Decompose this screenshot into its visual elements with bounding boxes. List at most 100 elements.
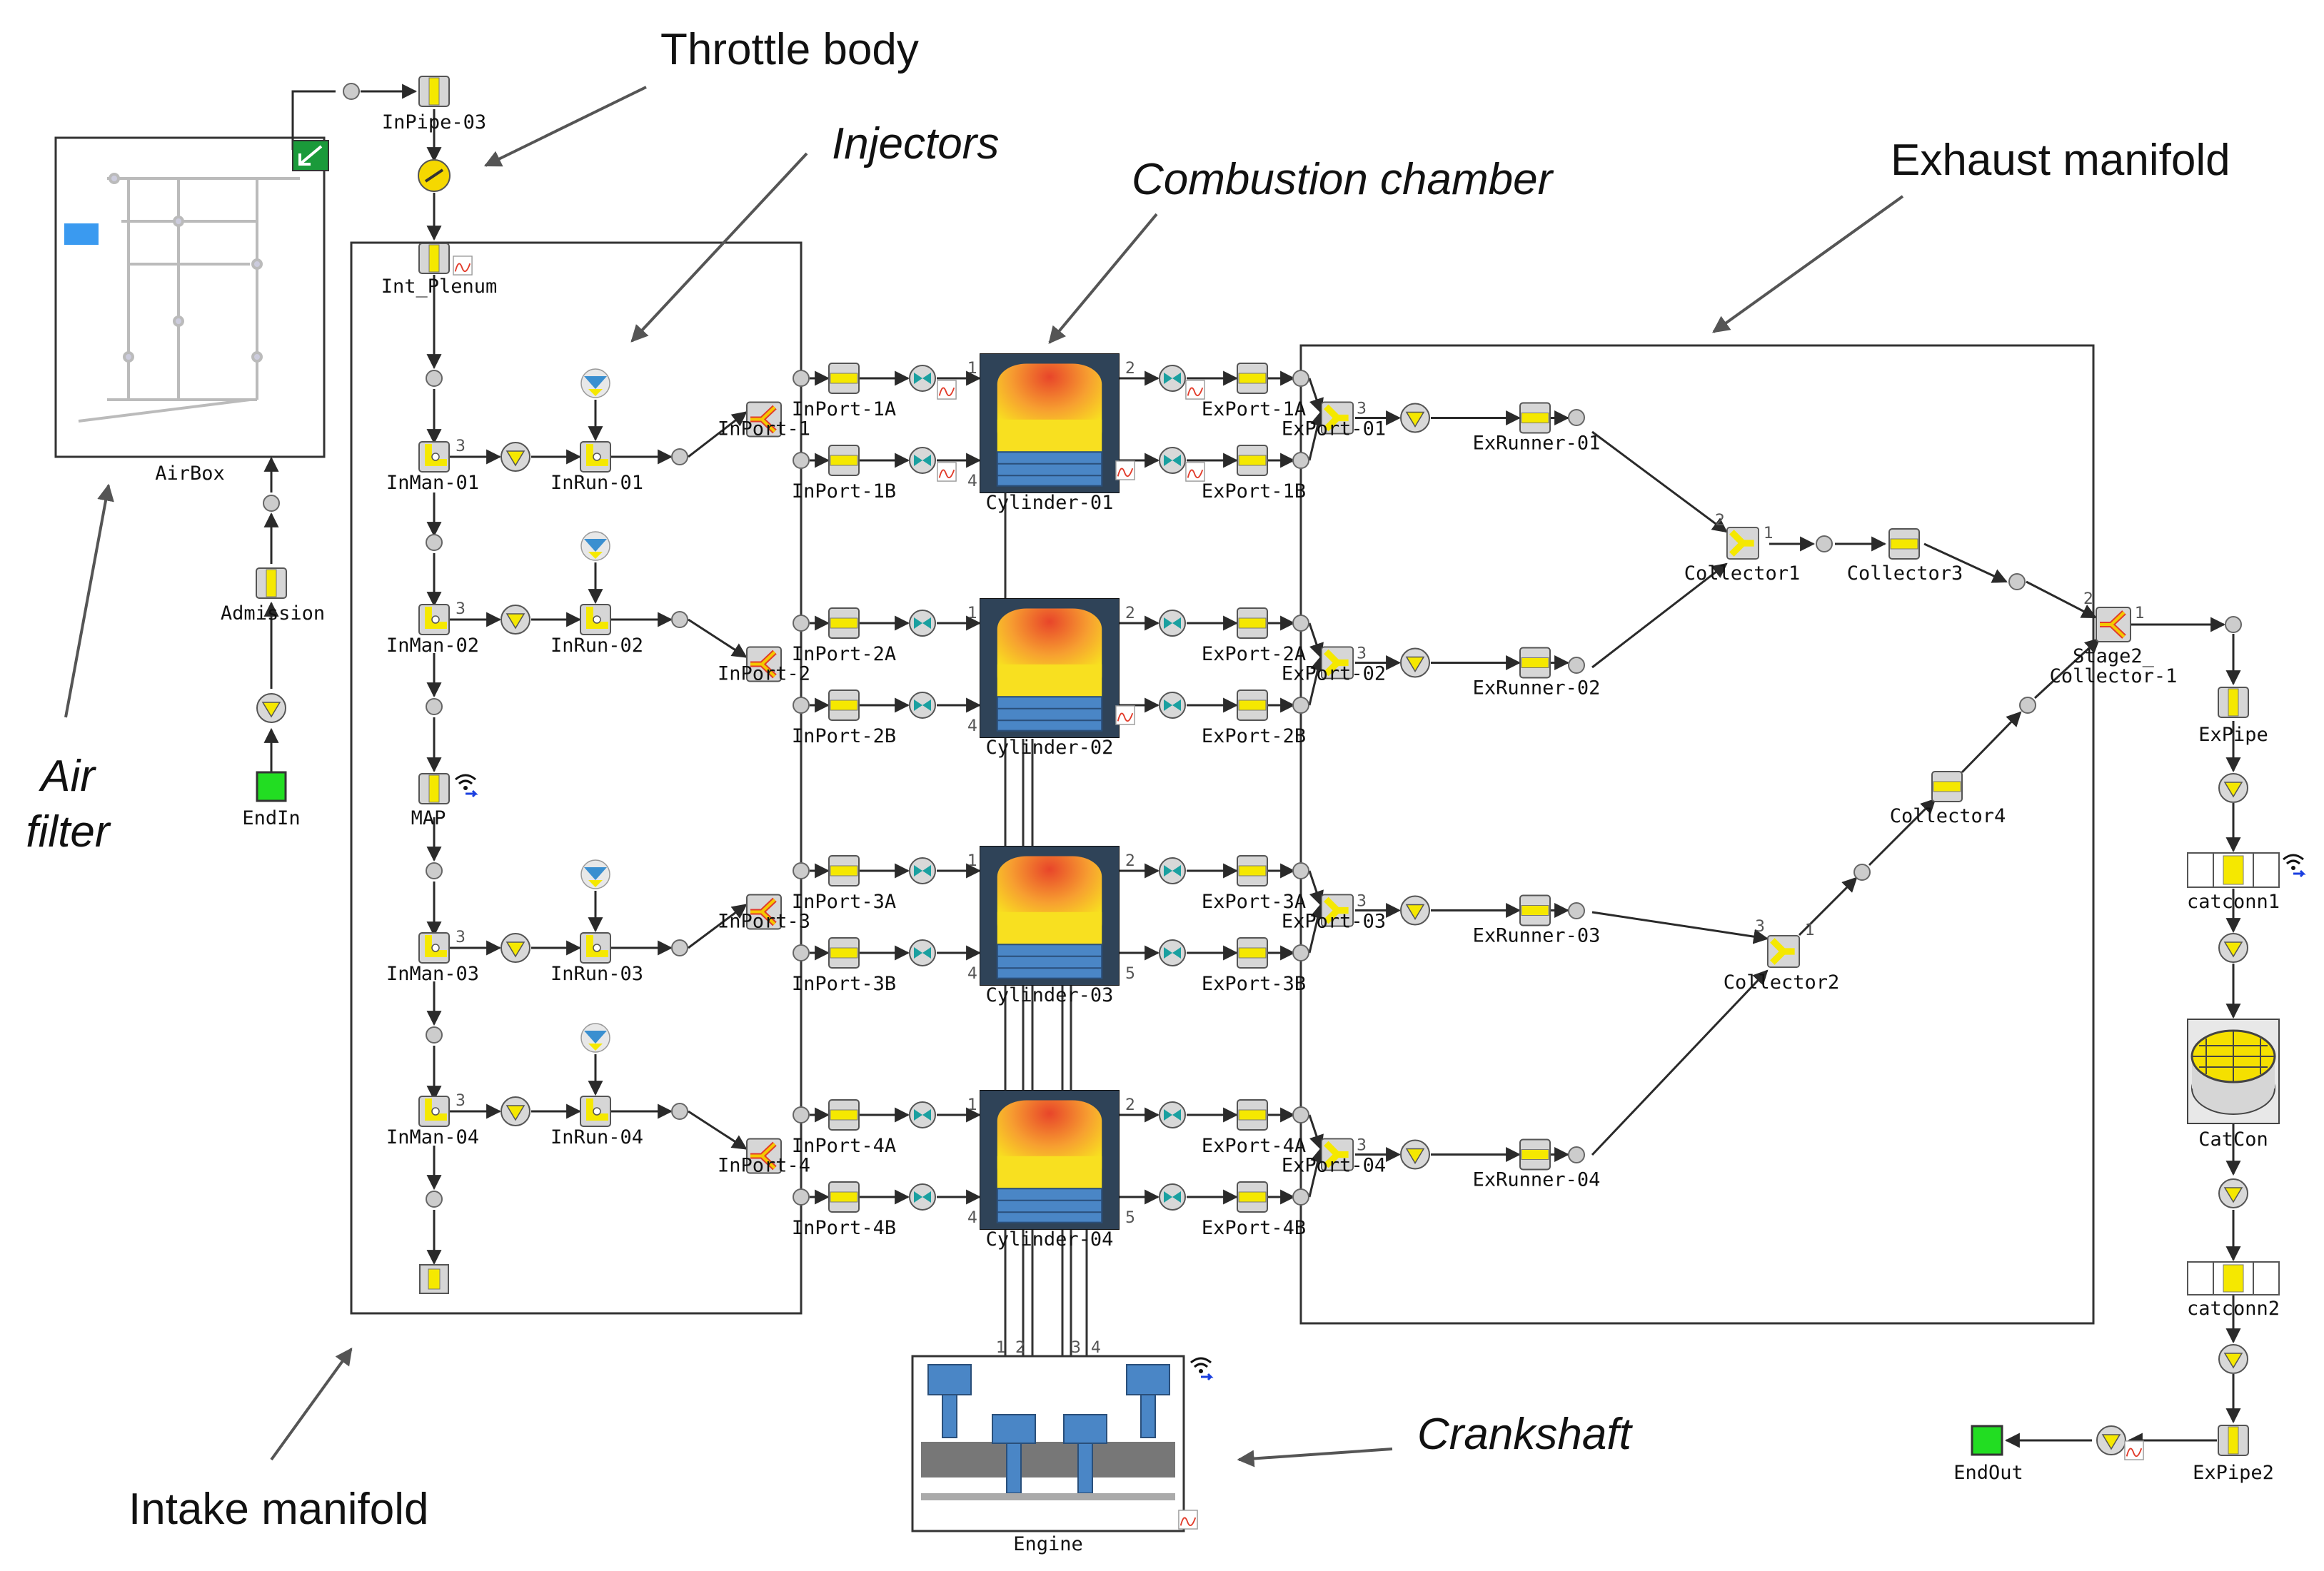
intake-valve-1b-plot-icon[interactable] xyxy=(937,462,957,482)
cylinder-03-icon[interactable] xyxy=(980,846,1120,986)
engine-sensor-icon[interactable] xyxy=(1189,1357,1212,1381)
inrun-01-pipe-icon[interactable] xyxy=(580,442,610,472)
export-4b-pipe-icon[interactable] xyxy=(1237,1181,1268,1213)
inman-02-label: InMan-02 xyxy=(386,635,479,657)
injector-04-icon[interactable] xyxy=(580,1023,610,1053)
export-01-orifice-icon[interactable] xyxy=(1400,403,1430,433)
exhaust-valve-1a-icon[interactable] xyxy=(1159,365,1186,392)
intake-valve-3b-icon[interactable] xyxy=(909,939,936,966)
endin-boundary-icon[interactable] xyxy=(256,771,287,802)
export-1b-pipe-icon[interactable] xyxy=(1237,445,1268,476)
intake-valve-2a-icon[interactable] xyxy=(909,610,936,637)
exhaust-valve-3b-icon[interactable] xyxy=(1159,939,1186,966)
endout-orifice-icon[interactable] xyxy=(2096,1425,2126,1455)
cylinder-01-icon[interactable] xyxy=(980,353,1120,493)
intake-valve-2b-icon[interactable] xyxy=(909,692,936,719)
exhaust-valve-4b-icon[interactable] xyxy=(1159,1183,1186,1211)
export-2b-pipe-icon[interactable] xyxy=(1237,689,1268,721)
intake-valve-1a-plot-icon[interactable] xyxy=(937,380,957,400)
collector4-label: Collector4 xyxy=(1890,805,2006,827)
map-sensor-icon[interactable] xyxy=(454,774,477,798)
inrun-03-pipe-icon[interactable] xyxy=(580,933,610,963)
inman-01-orifice-icon[interactable] xyxy=(500,442,530,472)
inport-3b-pipe-icon[interactable] xyxy=(828,937,860,969)
inport-1a-pipe-icon[interactable] xyxy=(828,363,860,394)
export-2a-pipe-icon[interactable] xyxy=(1237,607,1268,639)
catconn1-sensor-icon[interactable] xyxy=(2282,854,2305,878)
inman-04-orifice-icon[interactable] xyxy=(500,1096,530,1126)
exhaust-valve-2b-icon[interactable] xyxy=(1159,692,1186,719)
inport-4b-pipe-icon[interactable] xyxy=(828,1181,860,1213)
export-4a-pipe-icon[interactable] xyxy=(1237,1099,1268,1131)
inport-2a-pipe-icon[interactable] xyxy=(828,607,860,639)
inman-01-junction-icon[interactable] xyxy=(419,442,449,472)
collector4-pipe-icon[interactable] xyxy=(1931,771,1963,802)
exrunner-04-label: ExRunner-04 xyxy=(1473,1169,1601,1191)
exhaust-valve-4a-icon[interactable] xyxy=(1159,1101,1186,1128)
exhaust-valve-1a-plot-icon[interactable] xyxy=(1185,380,1205,400)
exrunner-04-pipe-icon[interactable] xyxy=(1519,1138,1551,1171)
export-3b-pipe-icon[interactable] xyxy=(1237,937,1268,969)
engine-plot-icon[interactable] xyxy=(1178,1510,1198,1530)
exhaust-valve-1b-plot-icon[interactable] xyxy=(1185,462,1205,482)
collector2-junction-icon[interactable] xyxy=(1768,936,1799,967)
catconn2-junction-icon[interactable] xyxy=(2218,1344,2248,1374)
expipe-pipe-icon[interactable] xyxy=(2218,687,2249,718)
intake-valve-4a-icon[interactable] xyxy=(909,1101,936,1128)
svg-text:1: 1 xyxy=(1764,525,1774,542)
inman-02-orifice-icon[interactable] xyxy=(500,605,530,635)
exhaust-valve-2a-icon[interactable] xyxy=(1159,610,1186,637)
export-02-orifice-icon[interactable] xyxy=(1400,647,1430,678)
exrunner-03-pipe-icon[interactable] xyxy=(1519,894,1551,926)
inport-3a-pipe-icon[interactable] xyxy=(828,855,860,886)
inport-2b-pipe-icon[interactable] xyxy=(828,689,860,721)
endout-plot-icon[interactable] xyxy=(2124,1440,2144,1460)
export-04-orifice-icon[interactable] xyxy=(1400,1139,1430,1170)
cylinder-02-plot-icon[interactable] xyxy=(1115,705,1135,725)
inrun-04-pipe-icon[interactable] xyxy=(580,1096,610,1126)
expipe2-pipe-icon[interactable] xyxy=(2218,1425,2249,1456)
inport-1b-pipe-icon[interactable] xyxy=(828,445,860,476)
intake-valve-1a-icon[interactable] xyxy=(909,365,936,392)
airbox-frame[interactable] xyxy=(54,136,326,458)
stage2-collector-junction-icon[interactable] xyxy=(2096,607,2131,642)
inman-03-junction-icon[interactable] xyxy=(419,933,449,963)
exhaust-valve-1b-icon[interactable] xyxy=(1159,447,1186,474)
intake-valve-1b-icon[interactable] xyxy=(909,447,936,474)
exrunner-01-pipe-icon[interactable] xyxy=(1519,402,1551,434)
inport-4a-pipe-icon[interactable] xyxy=(828,1099,860,1131)
export-1a-pipe-icon[interactable] xyxy=(1237,363,1268,394)
export-2a-label: ExPort-2A xyxy=(1202,643,1306,665)
intake-valve-4b-icon[interactable] xyxy=(909,1183,936,1211)
injector-02-icon[interactable] xyxy=(580,531,610,561)
inman-03-orifice-icon[interactable] xyxy=(500,933,530,963)
engine-crankshaft-icon[interactable] xyxy=(911,1355,1185,1532)
admission-pipe-icon[interactable] xyxy=(256,567,287,599)
injector-01-icon[interactable] xyxy=(580,368,610,398)
export-3a-pipe-icon[interactable] xyxy=(1237,855,1268,886)
map-pipe-icon[interactable] xyxy=(418,773,450,804)
inpipe-03-pipe-icon[interactable] xyxy=(418,76,450,107)
int-plenum-plot-icon[interactable] xyxy=(453,256,473,276)
endout-boundary-icon[interactable] xyxy=(1971,1425,2003,1456)
exrunner-02-pipe-icon[interactable] xyxy=(1519,647,1551,679)
air-filter-junction-icon[interactable] xyxy=(256,693,286,723)
collector3-pipe-icon[interactable] xyxy=(1888,528,1920,560)
int-plenum-pipe-icon[interactable] xyxy=(418,243,450,274)
catconn1-junction-icon[interactable] xyxy=(2218,933,2248,963)
exhaust-valve-3a-icon[interactable] xyxy=(1159,857,1186,884)
cylinder-02-icon[interactable] xyxy=(980,598,1120,738)
catalytic-converter-icon[interactable] xyxy=(2187,1019,2280,1124)
inman-04-junction-icon[interactable] xyxy=(419,1096,449,1126)
expipe-junction-icon[interactable] xyxy=(2218,773,2248,803)
injector-03-icon[interactable] xyxy=(580,859,610,889)
intake-valve-3a-icon[interactable] xyxy=(909,857,936,884)
cylinder-04-icon[interactable] xyxy=(980,1090,1120,1230)
export-03-orifice-icon[interactable] xyxy=(1400,895,1430,926)
catcon-junction-icon[interactable] xyxy=(2218,1178,2248,1208)
inrun-02-pipe-icon[interactable] xyxy=(580,605,610,635)
cylinder-01-plot-icon[interactable] xyxy=(1115,460,1135,480)
inman-02-junction-icon[interactable] xyxy=(419,605,449,635)
collector1-junction-icon[interactable] xyxy=(1727,527,1759,559)
